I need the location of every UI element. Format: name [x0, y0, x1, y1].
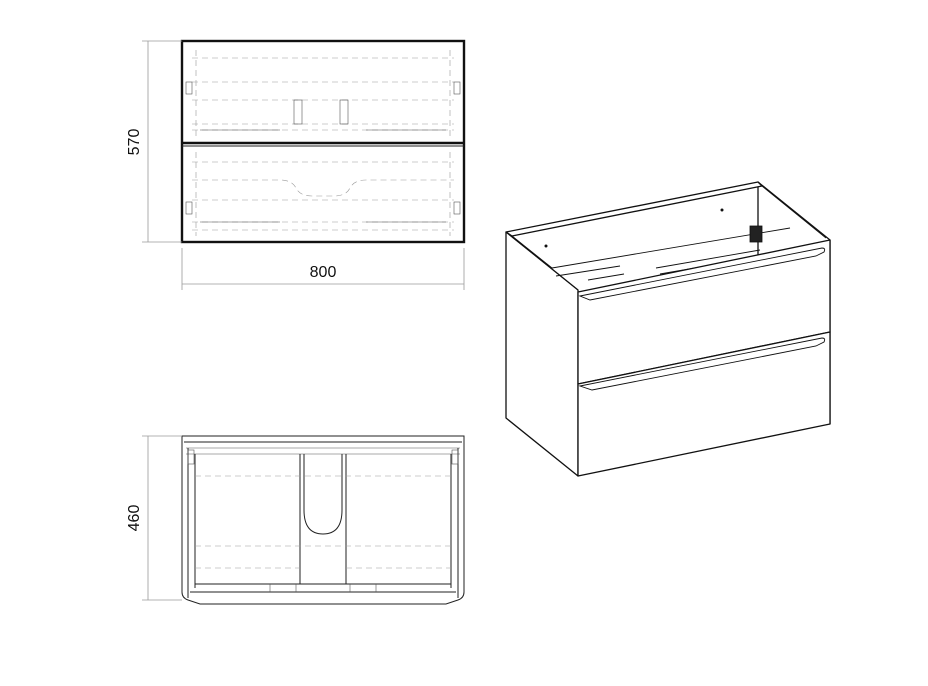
iso-lower-drawer-front — [577, 331, 831, 477]
iso-hinge-bracket — [749, 225, 763, 243]
front-outline — [180, 39, 466, 244]
lower-drawer-hidden-lines — [185, 152, 461, 236]
plan-outline — [181, 435, 465, 605]
depth-dimension-label: 460 — [126, 505, 143, 532]
iso-upper-handle — [578, 247, 826, 301]
plan-cutout — [303, 454, 343, 535]
iso-back-top — [505, 181, 763, 237]
plan-view: 460 — [126, 435, 465, 605]
front-elevation: 570 800 — [126, 39, 466, 290]
iso-lower-handle — [578, 337, 826, 391]
width-dimension-label: 800 — [310, 264, 337, 281]
iso-left-side — [505, 231, 579, 477]
height-dimension-label: 570 — [126, 129, 143, 156]
upper-drawer-hidden-lines — [185, 50, 461, 136]
isometric-view — [505, 181, 831, 477]
